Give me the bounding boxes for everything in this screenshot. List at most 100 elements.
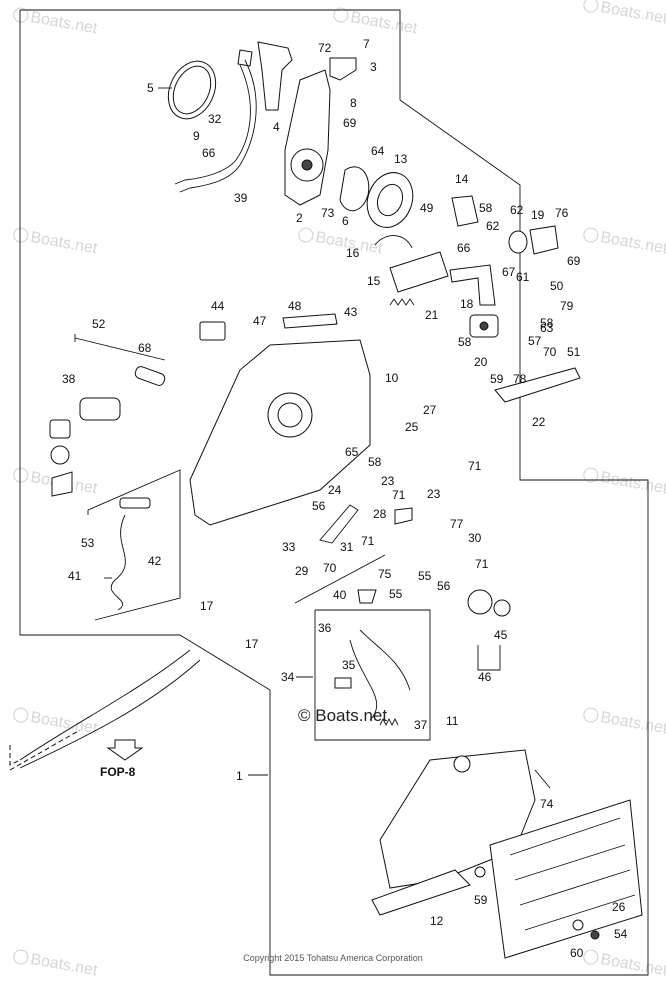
part-12-strip (371, 869, 471, 916)
center-watermark-text: Boats.net (315, 706, 388, 725)
callout-number: 16 (346, 246, 360, 260)
part-61-bushing (508, 230, 528, 254)
callout-number: 49 (420, 201, 434, 215)
callout-number: 64 (371, 144, 385, 158)
callout-number: 69 (343, 116, 357, 130)
part-21-spring (389, 298, 415, 306)
callout-number: 24 (328, 483, 342, 497)
callout-number: 55 (389, 587, 403, 601)
part-40-clip (357, 589, 377, 604)
callout-number: 62 (510, 203, 524, 217)
callout-number: 66 (202, 146, 216, 160)
callout-number: 29 (295, 564, 309, 578)
callout-number: 46 (478, 670, 492, 684)
part-13-plate (366, 172, 414, 228)
callout-number: 14 (455, 172, 469, 186)
part-74-bolt (534, 769, 551, 789)
callout-number: 1 (236, 769, 243, 783)
callout-number: 58 (458, 335, 472, 349)
part-59-washer (572, 919, 584, 931)
callout-number: 44 (211, 299, 225, 313)
part-39-wire-harness (174, 59, 257, 193)
watermark-text: Boats.net (599, 469, 666, 498)
callout-number: 62 (486, 219, 500, 233)
part-37-spring (379, 717, 399, 727)
callout-number: 63 (540, 321, 554, 335)
callout-number: 23 (381, 474, 395, 488)
part-31-rod (319, 504, 359, 544)
callout-number: 11 (446, 714, 459, 728)
part-22-lever-bar (494, 367, 581, 403)
callout-number: 28 (373, 507, 387, 521)
leader-lines (87, 87, 501, 776)
part-3-bracket (329, 57, 357, 81)
callout-number: 34 (281, 670, 295, 684)
part-28-bracket (394, 507, 413, 525)
callout-number: 8 (350, 96, 357, 110)
callout-number: 40 (333, 588, 347, 602)
callout-number: 68 (138, 341, 152, 355)
callout-number: 67 (502, 265, 516, 279)
callout-number: 3 (370, 60, 377, 74)
callout-number: 22 (532, 415, 546, 429)
watermark-text: Boats.net (599, 709, 666, 738)
watermark-text: Boats.net (349, 9, 419, 38)
callout-number: 79 (560, 299, 574, 313)
callout-number: 61 (516, 270, 530, 284)
callout-number: 21 (425, 308, 439, 322)
callout-number: 45 (494, 628, 508, 642)
callout-number: 33 (282, 540, 296, 554)
callout-number: 65 (345, 445, 359, 459)
part-48-strip (282, 313, 338, 329)
part-54-nut (590, 930, 600, 940)
callout-number: 73 (321, 206, 335, 220)
callout-number: 43 (344, 305, 358, 319)
callout-number: 38 (62, 372, 76, 386)
callout-number: 26 (612, 900, 626, 914)
callout-number: 75 (378, 567, 392, 581)
part-34-harness (314, 609, 431, 741)
callout-number: 50 (550, 279, 564, 293)
callout-number: 30 (468, 531, 482, 545)
callout-number: 42 (148, 554, 162, 568)
callout-number: 69 (567, 254, 581, 268)
watermark-text: Boats.net (29, 9, 99, 38)
callout-number: 35 (342, 658, 356, 672)
watermark-text: Boats.net (599, 229, 666, 258)
part-67-sleeve (134, 366, 166, 386)
inset-box-line (87, 469, 181, 621)
part-26-grid-panel (489, 799, 643, 959)
part-41-lanyard-cord (110, 497, 151, 611)
part-29-rod (294, 554, 386, 604)
part-16-clip (374, 235, 413, 249)
callout-number: 7 (363, 37, 370, 51)
part-47-main-housing (189, 339, 371, 526)
callout-number: 71 (361, 534, 375, 548)
callout-number: 23 (427, 487, 441, 501)
callout-number: 71 (468, 459, 482, 473)
watermark-text: Boats.net (599, 0, 666, 28)
callout-number: 20 (474, 355, 488, 369)
part-5-ring (167, 60, 217, 120)
callout-number: 13 (394, 152, 408, 166)
watermark-text: Boats.net (29, 709, 99, 738)
callout-number: 54 (614, 927, 628, 941)
center-watermark: © Boats.net (298, 706, 387, 726)
callout-number: 27 (423, 403, 437, 417)
callout-number: 19 (531, 208, 545, 222)
callout-number: 47 (253, 314, 267, 328)
callout-number: 9 (193, 129, 200, 143)
watermark-text: Boats.net (29, 229, 99, 258)
callout-number: 41 (68, 569, 82, 583)
callout-number: 56 (312, 499, 326, 513)
part-18-linkage (449, 264, 496, 306)
callout-number: 70 (543, 345, 557, 359)
callout-number: 58 (368, 455, 382, 469)
callout-number: 37 (414, 718, 428, 732)
callout-number: 59 (474, 893, 488, 907)
callout-number: 70 (323, 561, 337, 575)
callout-number: 71 (475, 557, 489, 571)
callout-number: 76 (555, 206, 569, 220)
callout-number: 25 (405, 420, 419, 434)
callout-number: 58 (540, 316, 554, 330)
